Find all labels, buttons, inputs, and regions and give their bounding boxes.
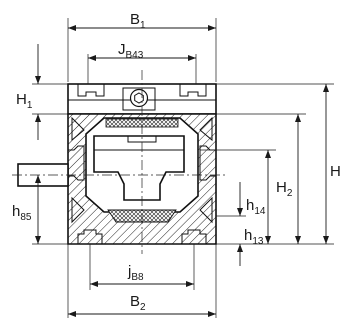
dim-label-h85: h85 bbox=[12, 203, 32, 223]
socket-bolt-icon bbox=[129, 88, 149, 108]
dim-label-h13: h13 bbox=[244, 227, 264, 247]
dim-label-jB8: jB8 bbox=[127, 263, 144, 283]
dim-label-JB43: JB43 bbox=[118, 41, 144, 61]
dim-label-h14: h14 bbox=[246, 197, 266, 217]
dim-label-B2: B2 bbox=[130, 293, 146, 313]
dim-label-H2: H2 bbox=[276, 179, 293, 199]
dim-label-B1: B1 bbox=[130, 11, 146, 31]
center-lines bbox=[12, 70, 228, 254]
dim-label-H1: H1 bbox=[16, 91, 33, 111]
dim-label-H: H bbox=[330, 163, 340, 180]
dimension-lines bbox=[32, 18, 334, 318]
